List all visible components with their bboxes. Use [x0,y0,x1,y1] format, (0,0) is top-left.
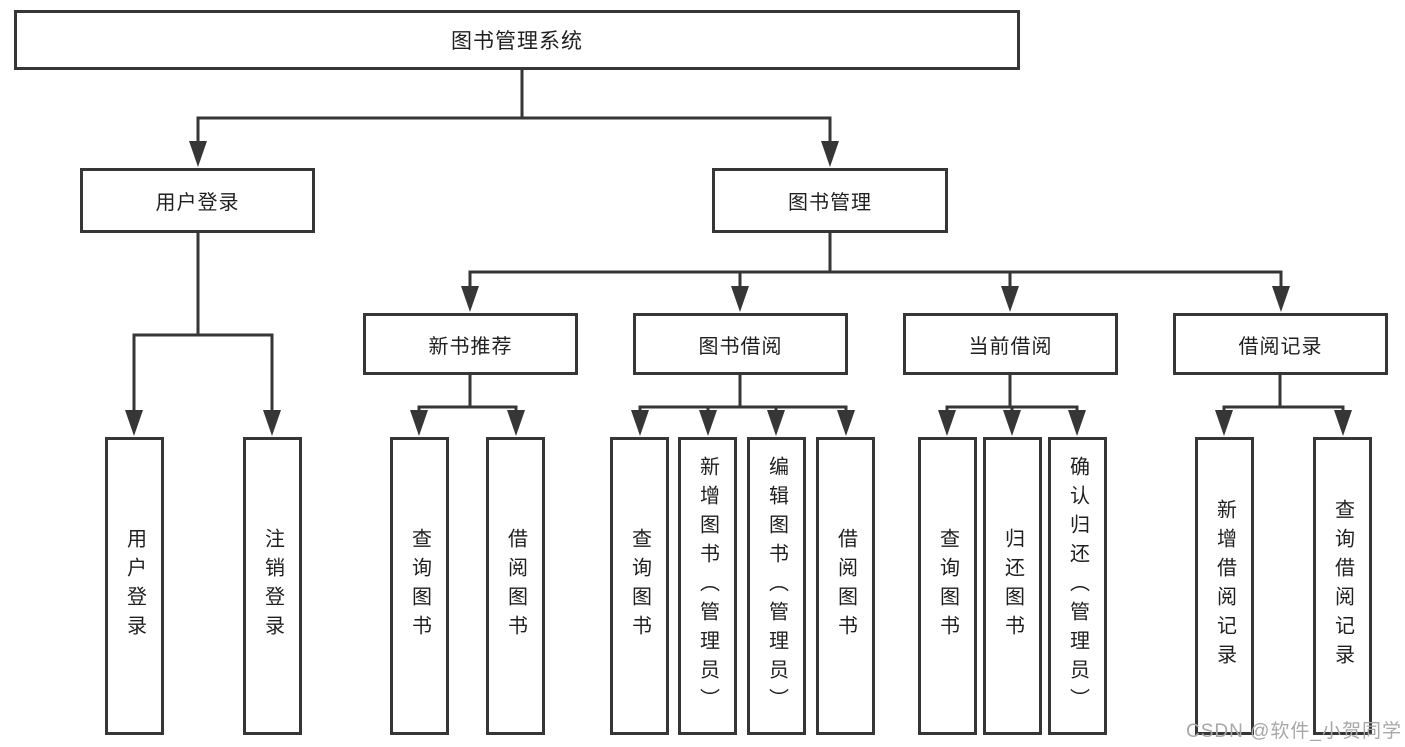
arrowheads [125,141,1352,436]
leaf-query-books-borrow: 查询图书 [610,437,669,735]
leaf-user-login: 用户登录 [105,437,164,735]
leaf-logout: 注销登录 [243,437,302,735]
node-label: 新增借阅记录 [1213,499,1236,673]
node-user-login: 用户登录 [80,168,315,233]
leaf-query-books-current: 查询图书 [918,437,977,735]
node-label: 新增图书（管理员） [696,455,719,717]
node-label: 图书管理 [788,192,872,214]
node-root-system: 图书管理系统 [14,10,1020,70]
leaf-add-books-admin: 新增图书（管理员） [678,437,737,735]
node-label: 图书借阅 [698,335,783,358]
node-label: 查询图书 [936,528,959,644]
node-label: 注销登录 [261,528,284,644]
leaf-add-borrow-record: 新增借阅记录 [1195,437,1254,735]
node-label: 借阅图书 [504,528,527,644]
node-label: 归还图书 [1001,528,1024,644]
leaf-return-books: 归还图书 [983,437,1042,735]
node-label: 当前借阅 [968,335,1053,358]
node-current-borrowing: 当前借阅 [903,313,1118,375]
node-book-management: 图书管理 [712,168,948,233]
node-book-borrowing: 图书借阅 [633,313,848,375]
leaf-edit-books-admin: 编辑图书（管理员） [747,437,806,735]
leaf-confirm-return-admin: 确认归还（管理员） [1048,437,1107,735]
leaf-borrow-books-recommend: 借阅图书 [486,437,545,735]
leaf-query-borrow-record: 查询借阅记录 [1313,437,1372,735]
node-new-book-recommend: 新书推荐 [363,313,578,375]
node-label: 新书推荐 [428,335,513,358]
node-label: 借阅图书 [834,528,857,644]
node-label: 借阅记录 [1238,335,1323,358]
node-label: 查询借阅记录 [1331,499,1354,673]
node-label: 查询图书 [408,528,431,644]
node-label: 编辑图书（管理员） [765,455,788,717]
node-label: 用户登录 [155,192,240,214]
leaf-borrow-books: 借阅图书 [816,437,875,735]
leaf-query-books-recommend: 查询图书 [390,437,449,735]
node-label: 用户登录 [123,528,146,644]
node-label: 查询图书 [628,528,651,644]
node-label: 确认归还（管理员） [1066,455,1089,717]
watermark: CSDN @软件_小贺同学 [1186,721,1402,742]
node-borrowing-records: 借阅记录 [1173,313,1388,375]
node-label: 图书管理系统 [451,30,583,53]
